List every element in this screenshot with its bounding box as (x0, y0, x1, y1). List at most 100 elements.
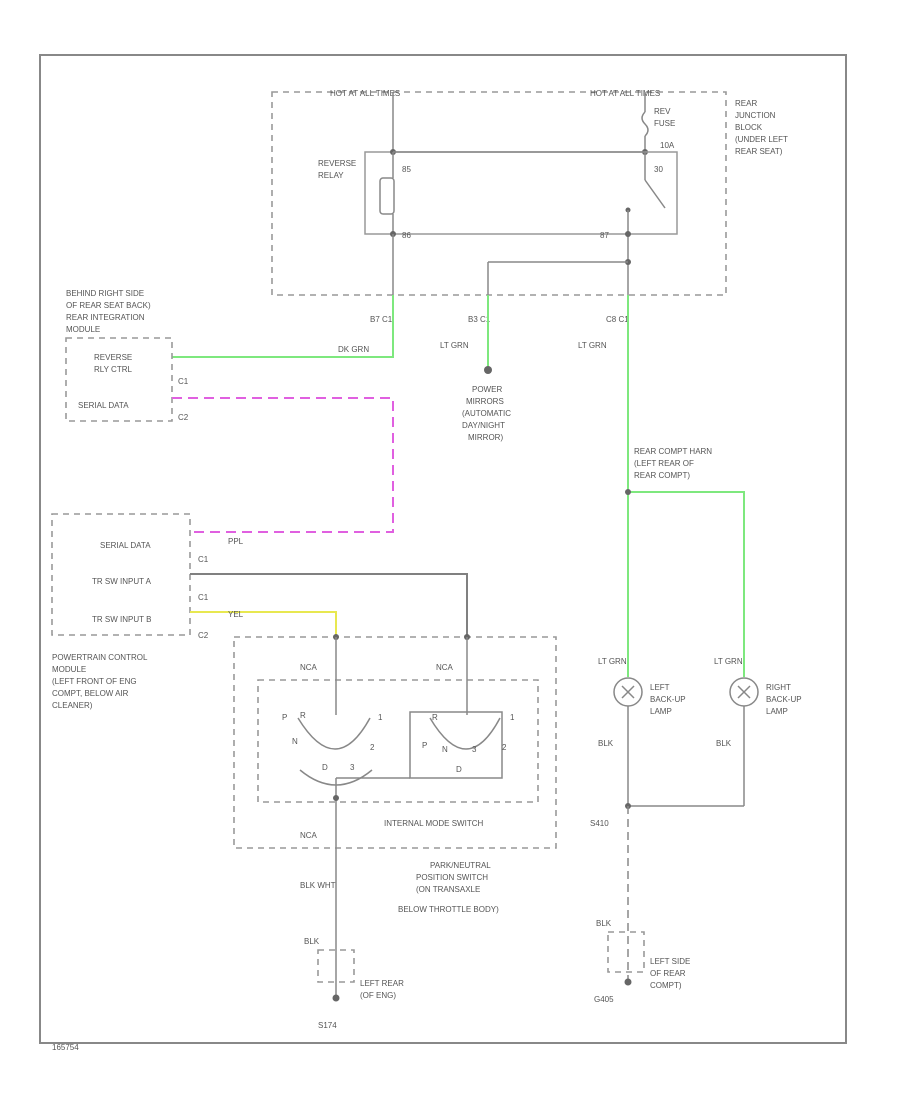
switch-pos-n-right: N (442, 745, 448, 754)
left-lamp-label-2: BACK-UP (650, 695, 686, 704)
pnp-switch-label-4: BELOW THROTTLE BODY) (398, 905, 499, 914)
pcm-pin-c2: C2 (198, 631, 209, 640)
relay-pin-85: 85 (402, 165, 411, 174)
switch-pos-r-left: R (300, 711, 306, 720)
rim-serial-data: SERIAL DATA (78, 401, 129, 410)
internal-mode-switch-label: INTERNAL MODE SWITCH (384, 819, 483, 828)
power-mirrors-label-1: POWER (472, 385, 502, 394)
pcm-label-4: COMPT, BELOW AIR (52, 689, 129, 698)
switch-ground-path: BLK WHT BLK LEFT REAR (OF ENG) S174 (300, 848, 404, 1030)
park-neutral-position-switch: NCA NCA P R N D 3 2 1 P R N D 3 2 1 INTE… (233, 634, 557, 914)
connector-c8-c1: C8 C1 (606, 315, 629, 324)
rim-pin-c2: C2 (178, 413, 189, 422)
fuse-label-3: 10A (660, 141, 675, 150)
right-back-up-lamp: LT GRN RIGHT BACK-UP LAMP BLK (714, 657, 802, 806)
relay-pin-30: 30 (654, 165, 663, 174)
junction-block-label-3: BLOCK (735, 123, 763, 132)
powertrain-control-module: SERIAL DATA TR SW INPUT A TR SW INPUT B … (51, 513, 209, 710)
connector-nca-c: NCA (300, 831, 318, 840)
switch-pos-3-right: 3 (472, 745, 477, 754)
pcm-trs-input-b: TR SW INPUT B (92, 615, 151, 624)
pcm-label-5: CLEANER) (52, 701, 93, 710)
trs-a-wire (190, 573, 468, 637)
switch-pos-d-left: D (322, 763, 328, 772)
switch-pos-2-right: 2 (502, 743, 507, 752)
wire-label-lt-grn-mirrors: LT GRN (440, 341, 469, 350)
pnp-switch-label-3: (ON TRANSAXLE (416, 885, 480, 894)
power-mirrors-label-2: MIRRORS (466, 397, 504, 406)
serial-data-wire (172, 397, 394, 533)
wire-label-blk-right: BLK (716, 739, 732, 748)
wire-label-lt-grn-rear: LT GRN (578, 341, 607, 350)
switch-section-right (409, 711, 503, 779)
splice-rear-compt (625, 489, 631, 495)
switch-pos-p-left: P (282, 713, 287, 722)
ground-g405: G405 (594, 995, 614, 1004)
right-ground-label-2: OF REAR (650, 969, 686, 978)
rim-label-3: REAR INTEGRATION (66, 313, 145, 322)
hot-at-all-times-left: HOT AT ALL TIMES (330, 89, 400, 98)
switch-pos-3-left: 3 (350, 763, 355, 772)
right-lamp-label-1: RIGHT (766, 683, 791, 692)
rear-integration-module: BEHIND RIGHT SIDE OF REAR SEAT BACK) REA… (65, 289, 189, 422)
power-mirrors-label-4: DAY/NIGHT (462, 421, 505, 430)
junction-block-label-4: (UNDER LEFT (735, 135, 788, 144)
connector-b3-c1: B3 C1 (468, 315, 491, 324)
wire-label-lt-grn-left-lamp: LT GRN (598, 657, 627, 666)
switch-pos-d-right: D (456, 765, 462, 774)
rim-label-1: BEHIND RIGHT SIDE (66, 289, 144, 298)
reverse-relay-label-2: RELAY (318, 171, 344, 180)
rim-reverse-ctrl-2: RLY CTRL (94, 365, 132, 374)
rim-reverse-ctrl-1: REVERSE (94, 353, 132, 362)
pcm-pin-c1-a: C1 (198, 555, 209, 564)
right-ground-label-1: LEFT SIDE (650, 957, 690, 966)
trs-b-wire (190, 611, 337, 637)
left-lamp-label-1: LEFT (650, 683, 670, 692)
green-wires (172, 295, 745, 677)
relay-pin-87: 87 (600, 231, 609, 240)
wire-label-blk-wht: BLK WHT (300, 881, 336, 890)
left-ground-label-1: LEFT REAR (360, 979, 404, 988)
left-back-up-lamp: LT GRN LEFT BACK-UP LAMP BLK (598, 657, 686, 806)
relay-switch-contact (644, 179, 666, 209)
junction-block-label-1: REAR (735, 99, 757, 108)
right-lamp-label-3: LAMP (766, 707, 788, 716)
pcm-label-3: (LEFT FRONT OF ENG (52, 677, 137, 686)
switch-pos-1-right: 1 (510, 713, 515, 722)
fuse-label-1: REV (654, 107, 671, 116)
right-lamp-label-2: BACK-UP (766, 695, 802, 704)
rear-junction-block: HOT AT ALL TIMES HOT AT ALL TIMES REAR J… (271, 89, 788, 296)
diagram-frame (39, 54, 847, 1044)
pcm-trs-input-a: TR SW INPUT A (92, 577, 152, 586)
wire-label-dk-grn: DK GRN (338, 345, 369, 354)
pnp-switch-label-2: POSITION SWITCH (416, 873, 488, 882)
power-mirrors-label-3: (AUTOMATIC (462, 409, 511, 418)
switch-arc-right (429, 717, 501, 750)
rear-compt-label-2: (LEFT REAR OF (634, 459, 694, 468)
wire-label-ppl: PPL (228, 537, 244, 546)
wire-label-yel: YEL (228, 610, 244, 619)
rear-compt-label-1: REAR COMPT HARN (634, 447, 712, 456)
figure-id: 165754 (52, 1043, 79, 1052)
connector-nca-b: NCA (436, 663, 454, 672)
wire-label-blk-g1: BLK (304, 937, 320, 946)
fuse-symbol (641, 111, 649, 137)
power-mirrors-connector (484, 366, 492, 374)
ground-splice-s174: S174 (318, 1021, 337, 1030)
pcm-pin-c1-b: C1 (198, 593, 209, 602)
switch-pos-2-left: 2 (370, 743, 375, 752)
rear-ground-path: BLK LEFT SIDE OF REAR COMPT) G405 (594, 806, 690, 1004)
rim-label-2: OF REAR SEAT BACK) (66, 301, 151, 310)
left-lamp-label-3: LAMP (650, 707, 672, 716)
switch-pos-p-right: P (422, 741, 427, 750)
junction-block-label-5: REAR SEAT) (735, 147, 783, 156)
power-mirrors-label-5: MIRROR) (468, 433, 503, 442)
hot-at-all-times-right: HOT AT ALL TIMES (590, 89, 660, 98)
relay-coil (379, 177, 395, 215)
reverse-relay (364, 151, 678, 235)
rear-compt-label-3: REAR COMPT) (634, 471, 690, 480)
right-ground-label-3: COMPT) (650, 981, 682, 990)
relay-pin-86: 86 (402, 231, 411, 240)
switch-pos-n-left: N (292, 737, 298, 746)
